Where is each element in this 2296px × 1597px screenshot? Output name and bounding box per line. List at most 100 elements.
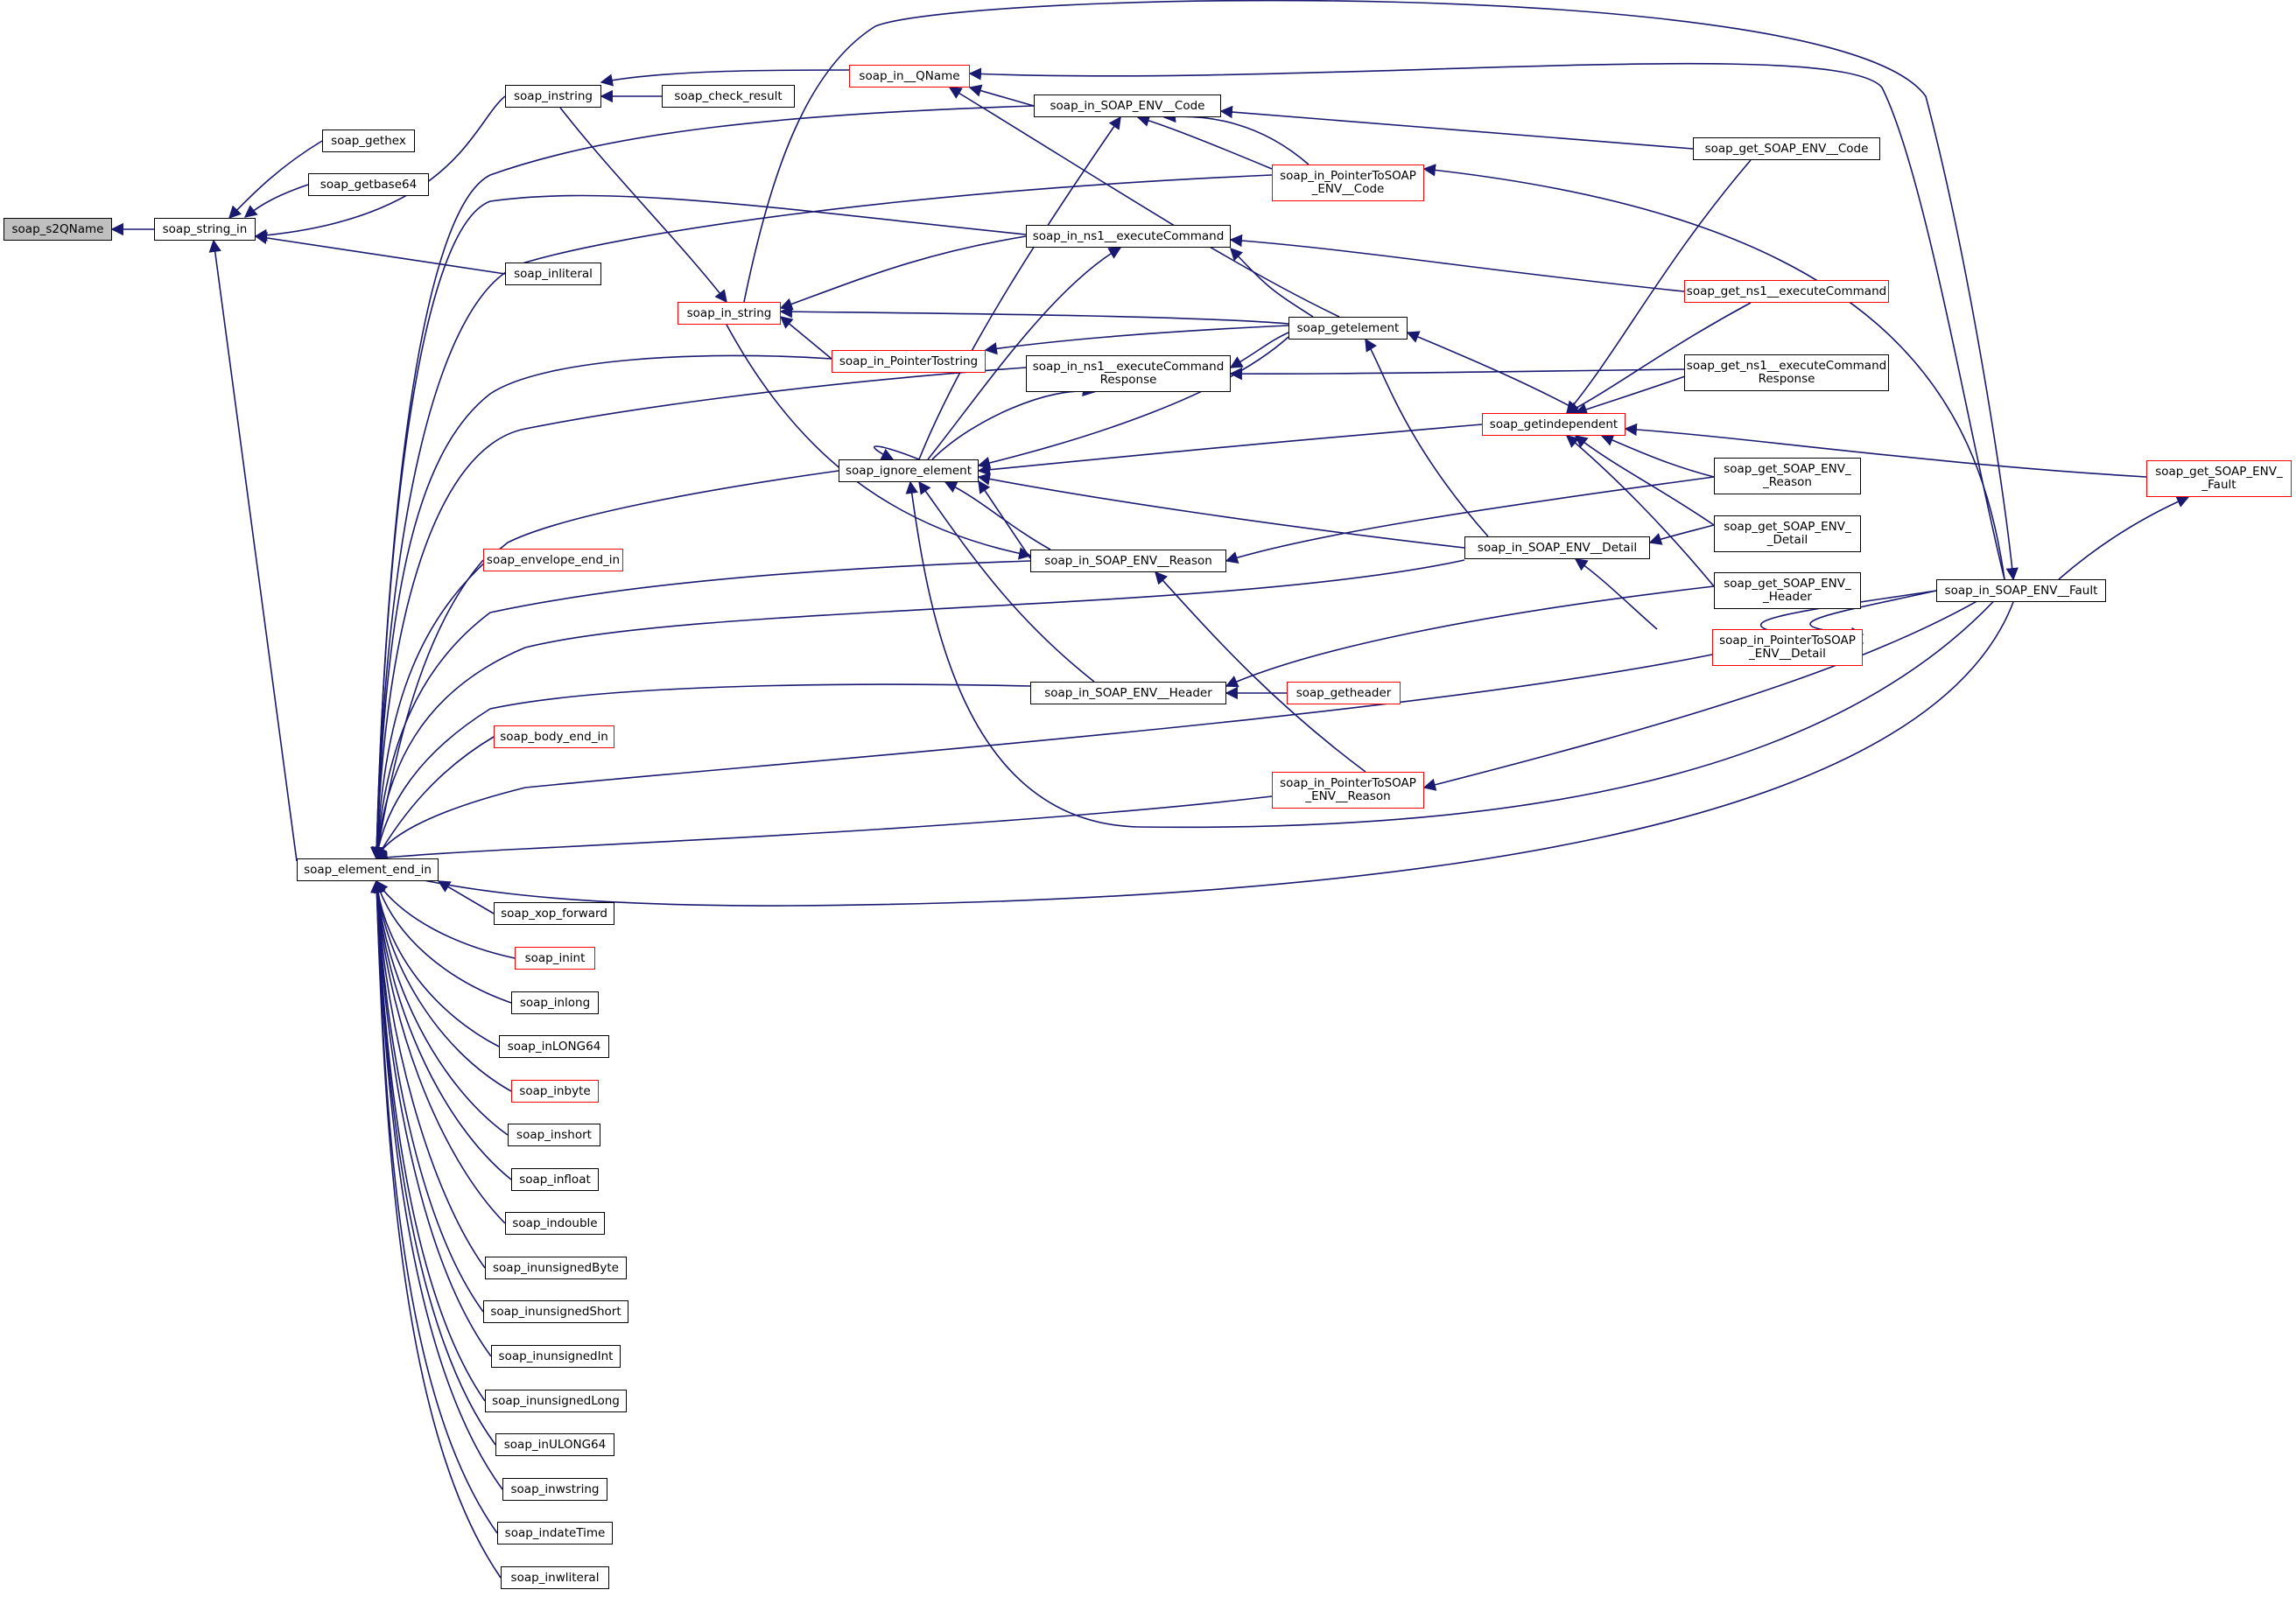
call-edge bbox=[1225, 585, 1715, 688]
call-edge bbox=[927, 247, 1122, 460]
node-soap-inliteral[interactable]: soap_inliteral bbox=[505, 263, 601, 285]
call-edge bbox=[905, 480, 2014, 829]
node-soap-inunsignedshort[interactable]: soap_inunsignedShort bbox=[483, 1300, 628, 1323]
node-soap-inulong64[interactable]: soap_inULONG64 bbox=[495, 1433, 614, 1456]
call-edge bbox=[1162, 109, 1309, 165]
call-edge bbox=[228, 140, 323, 220]
call-edge bbox=[1565, 302, 1752, 414]
node-soap-get-ns1-executecommand[interactable]: soap_get_ns1__executeCommand bbox=[1684, 280, 1889, 303]
node-soap-instring[interactable]: soap_instring bbox=[505, 85, 601, 108]
call-edge bbox=[2058, 495, 2190, 580]
node-soap-getheader[interactable]: soap_getheader bbox=[1287, 682, 1401, 704]
call-edge bbox=[1648, 524, 1715, 545]
node-soap-ignore-element[interactable]: soap_ignore_element bbox=[839, 459, 979, 482]
node-soap-in-soap-env-header[interactable]: soap_in_SOAP_ENV__Header bbox=[1030, 682, 1226, 704]
call-edge bbox=[944, 481, 1051, 550]
call-edge bbox=[376, 879, 516, 959]
node-soap-inbyte[interactable]: soap_inbyte bbox=[511, 1080, 599, 1103]
call-edge bbox=[370, 354, 832, 860]
call-edge bbox=[1225, 476, 1715, 564]
call-edge bbox=[1229, 367, 1685, 381]
call-edge bbox=[968, 84, 1035, 107]
node-soap-inint[interactable]: soap_inint bbox=[515, 947, 595, 970]
call-edge bbox=[370, 879, 512, 1180]
call-edge bbox=[254, 95, 506, 242]
call-edge bbox=[370, 367, 1027, 860]
node-soap-s2qname[interactable]: soap_s2QName bbox=[4, 218, 112, 241]
node-soap-indatetime[interactable]: soap_indateTime bbox=[497, 1522, 613, 1544]
node-soap-in-pointertosoap-env-detail[interactable]: soap_in_PointerToSOAP _ENV__Detail bbox=[1712, 629, 1863, 666]
node-soap-in-soap-env-detail[interactable]: soap_in_SOAP_ENV__Detail bbox=[1464, 536, 1650, 559]
call-edge bbox=[376, 736, 495, 860]
call-edge bbox=[931, 383, 1096, 460]
node-soap-inwstring[interactable]: soap_inwstring bbox=[502, 1478, 607, 1501]
call-edge bbox=[779, 316, 832, 360]
node-soap-inunsignedint[interactable]: soap_inunsignedInt bbox=[491, 1345, 621, 1368]
node-soap-in-ns1-executecommand[interactable]: soap_in_ns1__executeCommand bbox=[1026, 225, 1231, 248]
node-soap-get-soap-env-detail[interactable]: soap_get_SOAP_ENV_ _Detail bbox=[1714, 515, 1861, 552]
node-soap-inunsignedbyte[interactable]: soap_inunsignedByte bbox=[485, 1257, 627, 1279]
node-soap-inunsignedlong[interactable]: soap_inunsignedLong bbox=[485, 1390, 627, 1412]
node-soap-in-qname[interactable]: soap_in__QName bbox=[849, 65, 970, 88]
call-edge bbox=[370, 879, 502, 1579]
node-soap-in-pointertosoap-env-code[interactable]: soap_in_PointerToSOAP _ENV__Code bbox=[1272, 165, 1424, 201]
node-soap-inshort[interactable]: soap_inshort bbox=[508, 1124, 600, 1146]
call-edge bbox=[977, 473, 1465, 549]
node-soap-get-ns1-executecommand-response[interactable]: soap_get_ns1__executeCommand Response bbox=[1684, 354, 1889, 391]
node-soap-getbase64[interactable]: soap_getbase64 bbox=[308, 173, 429, 196]
call-edge bbox=[984, 325, 1289, 355]
node-soap-get-soap-env-reason[interactable]: soap_get_SOAP_ENV_ _Reason bbox=[1714, 458, 1861, 494]
call-edge bbox=[370, 879, 486, 1402]
node-soap-body-end-in[interactable]: soap_body_end_in bbox=[494, 725, 614, 748]
node-soap-inwliteral[interactable]: soap_inwliteral bbox=[501, 1566, 609, 1589]
node-soap-element-end-in[interactable]: soap_element_end_in bbox=[297, 858, 439, 881]
node-soap-gethex[interactable]: soap_gethex bbox=[322, 130, 415, 152]
call-edge bbox=[978, 480, 1031, 559]
call-edge bbox=[370, 879, 492, 1357]
call-edge bbox=[370, 879, 509, 1136]
node-soap-string-in[interactable]: soap_string_in bbox=[154, 218, 256, 241]
call-edge bbox=[977, 336, 1289, 469]
node-soap-inlong64[interactable]: soap_inLONG64 bbox=[499, 1035, 609, 1058]
node-soap-indouble[interactable]: soap_indouble bbox=[505, 1212, 605, 1235]
call-edge bbox=[375, 795, 1273, 864]
node-soap-in-pointertosoap-env-reason[interactable]: soap_in_PointerToSOAP _ENV__Reason bbox=[1272, 772, 1424, 809]
call-edge bbox=[371, 559, 1465, 860]
call-edge bbox=[1422, 164, 2005, 580]
call-edge bbox=[918, 116, 1121, 460]
node-soap-in-soap-env-fault[interactable]: soap_in_SOAP_ENV__Fault bbox=[1936, 579, 2106, 602]
node-soap-check-result[interactable]: soap_check_result bbox=[662, 85, 795, 108]
call-edge bbox=[1229, 332, 1289, 368]
call-edge bbox=[559, 107, 727, 304]
call-edge bbox=[376, 654, 1713, 860]
call-edge bbox=[968, 62, 2005, 580]
node-soap-getelement[interactable]: soap_getelement bbox=[1288, 317, 1408, 340]
call-edge bbox=[254, 231, 506, 275]
call-edge bbox=[370, 470, 839, 860]
node-soap-envelope-end-in[interactable]: soap_envelope_end_in bbox=[483, 549, 623, 571]
call-edge bbox=[375, 601, 2014, 907]
node-soap-inlong[interactable]: soap_inlong bbox=[511, 991, 599, 1014]
call-edge bbox=[1219, 105, 1694, 150]
call-edge bbox=[370, 105, 1035, 860]
call-edge bbox=[918, 480, 1095, 683]
call-edge bbox=[1155, 571, 1366, 773]
node-soap-get-soap-env-header[interactable]: soap_get_SOAP_ENV_ _Header bbox=[1714, 572, 1861, 609]
call-edge bbox=[1136, 114, 1273, 170]
node-soap-in-ns1-executecommand-response[interactable]: soap_in_ns1__executeCommand Response bbox=[1026, 355, 1231, 392]
node-soap-in-soap-env-reason[interactable]: soap_in_SOAP_ENV__Reason bbox=[1030, 550, 1226, 572]
call-edge bbox=[208, 239, 298, 862]
call-edge bbox=[243, 184, 309, 218]
node-soap-in-string[interactable]: soap_in_string bbox=[678, 302, 781, 325]
call-edge bbox=[370, 174, 1273, 860]
node-soap-in-pointertostring[interactable]: soap_in_PointerTostring bbox=[832, 350, 986, 373]
call-edge bbox=[1406, 331, 1583, 414]
node-soap-xop-forward[interactable]: soap_xop_forward bbox=[494, 902, 614, 925]
node-soap-in-soap-env-code[interactable]: soap_in_SOAP_ENV__Code bbox=[1034, 95, 1221, 117]
node-soap-getindependent[interactable]: soap_getindependent bbox=[1482, 413, 1625, 436]
call-edge bbox=[977, 424, 1483, 476]
node-soap-infloat[interactable]: soap_infloat bbox=[511, 1168, 599, 1191]
call-edge bbox=[948, 87, 1340, 318]
node-soap-get-soap-env-fault[interactable]: soap_get_SOAP_ENV_ _Fault bbox=[2146, 460, 2292, 497]
node-soap-get-soap-env-code[interactable]: soap_get_SOAP_ENV__Code bbox=[1693, 137, 1880, 160]
